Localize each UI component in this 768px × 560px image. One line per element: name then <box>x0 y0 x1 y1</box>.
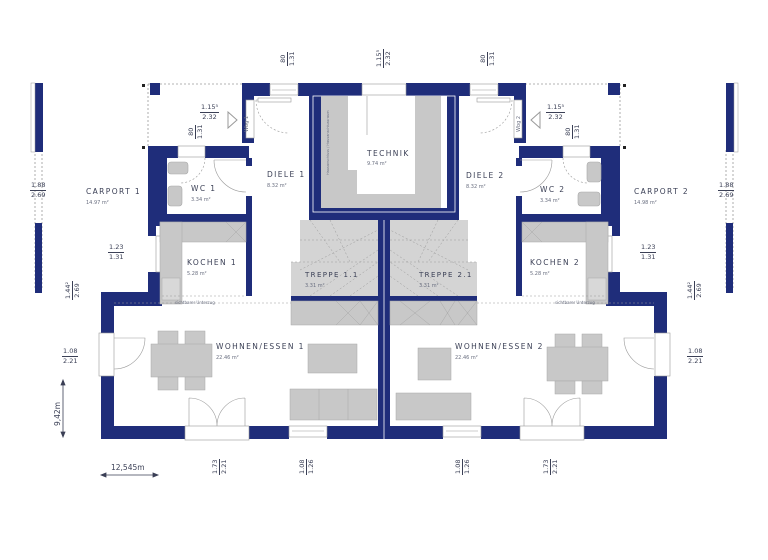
dining-set-2 <box>546 333 609 395</box>
window-top-right <box>469 83 499 96</box>
dining-set-1 <box>150 330 213 391</box>
annotation-wbg-1: Wbg 1 <box>244 115 250 132</box>
annotation-underside-1: sichtbarer Unterzug <box>175 300 215 305</box>
annotation-technik: Hausanschluss / Hausanschlussraum <box>326 110 330 175</box>
sofa-1 <box>289 388 378 421</box>
room-area-diele-1: 8.32 m² <box>267 183 287 189</box>
wc1-fixtures <box>167 161 189 207</box>
room-area-wohnen-essen-2: 22.46 m² <box>455 355 478 361</box>
room-area-treppe-2: 3.31 m² <box>419 283 439 289</box>
coffee-table-2 <box>417 347 452 381</box>
room-label-kochen-1: KOCHEN 1 <box>187 258 237 267</box>
room-label-diele-2: DIELE 2 <box>466 171 505 180</box>
room-area-kochen-2: 5.28 m² <box>530 271 550 277</box>
room-area-kochen-1: 5.28 m² <box>187 271 207 277</box>
living-2-cabinets <box>389 300 478 326</box>
room-label-technik: TECHNIK <box>367 149 410 158</box>
carport-2-post-top <box>726 83 734 152</box>
door-entry-1-swing <box>255 99 290 134</box>
kitchen-1-counters <box>159 221 247 305</box>
room-label-diele-1: DIELE 1 <box>267 170 306 179</box>
door-entry-2-swing <box>478 99 513 134</box>
room-label-wohnen-essen-2: WOHNEN/ESSEN 2 <box>455 342 544 351</box>
room-area-diele-2: 8.32 m² <box>466 184 486 190</box>
living-1-cabinets <box>290 300 379 326</box>
annotation-wbg-2: Wbg 2 <box>516 115 522 132</box>
room-area-wc-2: 3.34 m² <box>540 198 560 204</box>
wc2-fixtures <box>577 161 602 207</box>
room-label-treppe-2: TREPPE 2.1 <box>419 271 473 279</box>
room-label-wc-1: WC 1 <box>191 184 217 193</box>
room-label-carport-1: CARPORT 1 <box>86 187 142 196</box>
room-label-wohnen-essen-1: WOHNEN/ESSEN 1 <box>216 342 305 351</box>
annotation-underside-2: sichtbarer Unterzug <box>555 300 595 305</box>
sofa-2 <box>395 392 472 421</box>
meter-triangle-2 <box>530 110 541 130</box>
room-area-treppe-1: 3.31 m² <box>305 283 325 289</box>
room-area-wohnen-essen-1: 22.46 m² <box>216 355 239 361</box>
room-area-carport-1: 14.97 m² <box>86 200 109 206</box>
carport-1-post-top <box>35 83 43 152</box>
room-area-carport-2: 14.98 m² <box>634 200 657 206</box>
room-label-treppe-1: TREPPE 1.1 <box>305 271 359 279</box>
room-area-technik: 9.74 m² <box>367 161 387 167</box>
scale-arrows <box>60 378 160 478</box>
kitchen-2-counters <box>521 221 609 305</box>
stairs-2 <box>389 219 477 297</box>
room-area-wc-1: 3.34 m² <box>191 197 211 203</box>
coffee-table-1 <box>307 343 358 374</box>
scale-width: 12,545m <box>111 463 145 472</box>
room-label-kochen-2: KOCHEN 2 <box>530 258 580 267</box>
carport-1-post-bottom <box>35 223 42 293</box>
room-label-wc-2: WC 2 <box>540 185 566 194</box>
scale-depth: 9,42m <box>53 401 62 426</box>
room-label-carport-2: CARPORT 2 <box>634 187 690 196</box>
window-top-left <box>269 83 299 96</box>
technik-room <box>321 96 441 208</box>
stairs-1 <box>291 219 379 297</box>
carport-2-post-bottom <box>726 223 733 293</box>
meter-triangle-1 <box>227 110 238 130</box>
